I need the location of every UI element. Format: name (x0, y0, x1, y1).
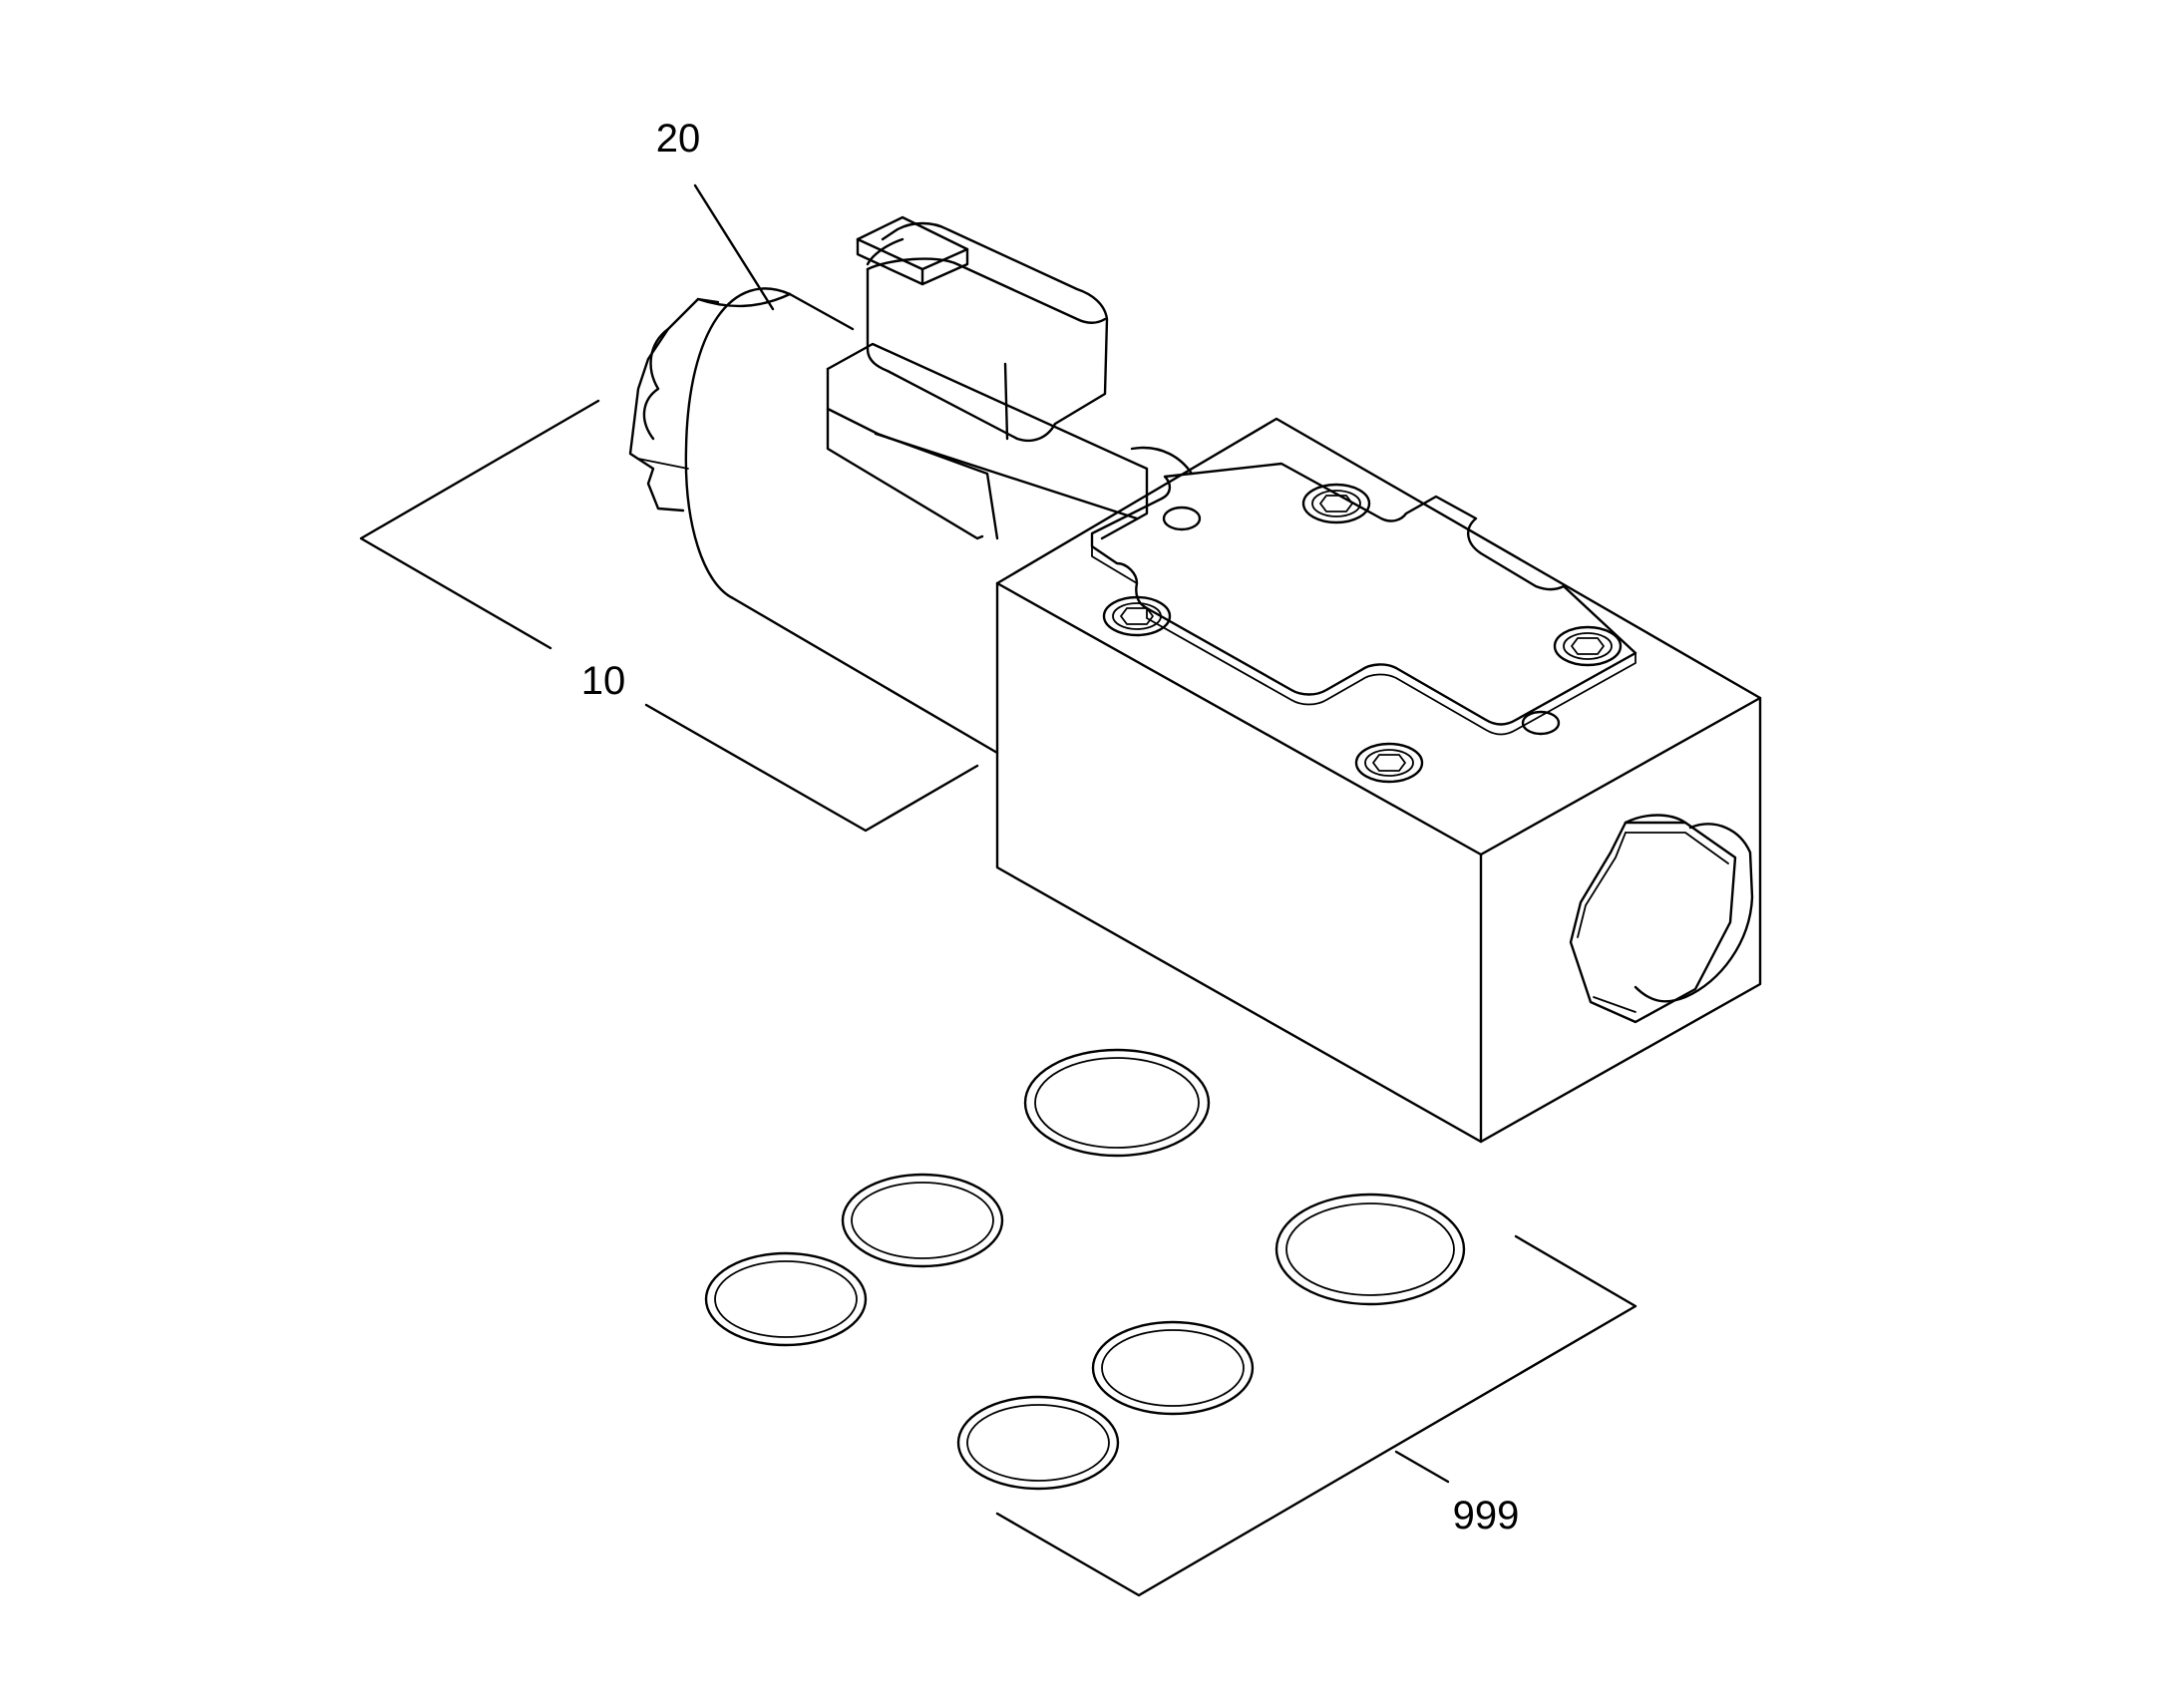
callout-999-bracket (995, 1234, 1637, 1597)
callout-10-label: 10 (581, 659, 626, 703)
valve-block (995, 417, 1762, 1144)
o-ring (956, 1395, 1120, 1491)
solenoid-coil (628, 215, 1194, 755)
bolt (1301, 483, 1371, 524)
callout-20-label: 20 (656, 117, 701, 161)
bolt (1354, 742, 1424, 784)
callout-20-leader (693, 183, 775, 311)
bolt (1553, 625, 1623, 667)
o-ring (841, 1173, 1004, 1268)
o-ring (1274, 1193, 1466, 1306)
pin-hole (1521, 710, 1561, 736)
o-ring (704, 1251, 868, 1347)
o-ring (1091, 1320, 1255, 1416)
o-ring-set (704, 1048, 1466, 1491)
pin-hole (1162, 506, 1202, 531)
o-ring (1023, 1048, 1211, 1158)
bolt (1102, 595, 1172, 637)
hex-plug (1569, 814, 1754, 1024)
callout-10-bracket (359, 399, 979, 833)
callout-999-label: 999 (1453, 1494, 1520, 1537)
